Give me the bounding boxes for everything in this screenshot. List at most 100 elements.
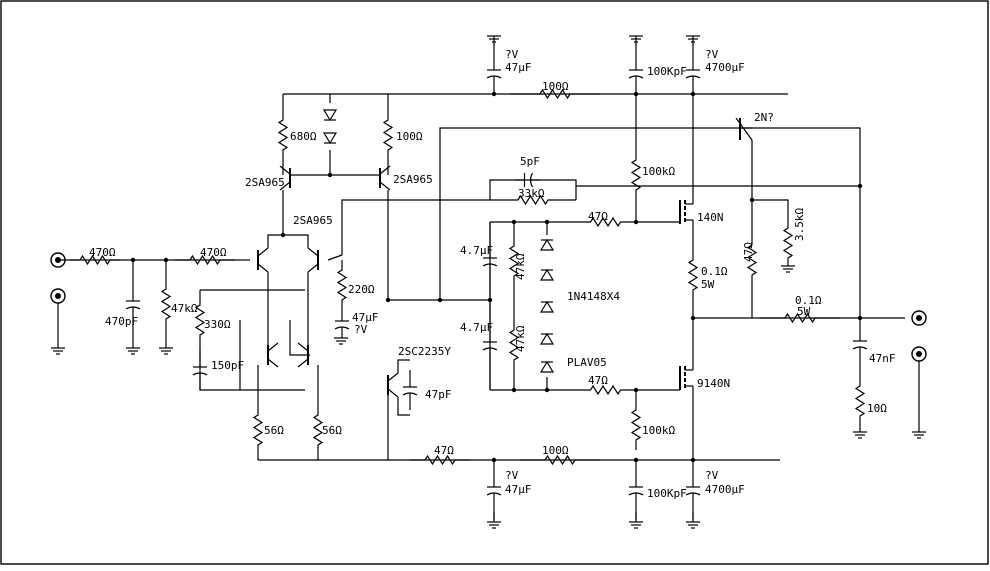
wire <box>752 199 789 220</box>
transistor-lead <box>279 181 291 191</box>
transistor-lead <box>267 358 279 368</box>
transistor-lead <box>307 263 319 273</box>
label-r-100-bot: 100Ω <box>542 444 569 457</box>
jack-center <box>55 257 61 263</box>
diode-icon <box>322 109 338 122</box>
label-r-3k5: 3.5kΩ <box>793 208 806 241</box>
wire <box>327 254 343 261</box>
wires <box>57 36 920 522</box>
label-r-470-in: 470Ω <box>89 246 116 259</box>
transistor-lead <box>297 342 309 352</box>
label-q-2sa965-c: 2SA965 <box>293 214 333 227</box>
label-c-150p: 150pF <box>211 359 244 372</box>
diode-icon <box>539 332 555 345</box>
label-r-47k-in: 47kΩ <box>171 302 198 315</box>
diode-icon <box>539 300 555 313</box>
resistor <box>782 220 794 266</box>
wire <box>341 199 490 255</box>
resistor <box>510 88 600 100</box>
capacitor-plate <box>685 75 701 79</box>
label-r-5w-a: 5W <box>701 278 715 291</box>
resistor <box>175 254 235 266</box>
transistor-lead <box>379 165 391 175</box>
label-m-140n: 140N <box>697 211 724 224</box>
resistor <box>70 254 120 266</box>
label-c-47u-mid: 47µF <box>352 311 379 324</box>
jack-icon <box>50 252 66 268</box>
label-c-5p: 5pF <box>520 155 540 168</box>
label-r-100-left: 100Ω <box>396 130 423 143</box>
label-v-bot-a: ?V <box>505 469 519 482</box>
resistor <box>336 260 348 310</box>
label-r-0-1b: 0.1Ω <box>795 294 822 307</box>
label-q-2sc2235y: 2SC2235Y <box>398 345 451 358</box>
label-r-33k: 33kΩ <box>518 187 545 200</box>
capacitor-plate <box>685 492 701 496</box>
capacitor-plate <box>192 372 208 376</box>
label-q-2sa965-a: 2SA965 <box>245 176 285 189</box>
resistor <box>490 194 576 206</box>
resistor <box>277 110 289 160</box>
label-c-top-b: 4700µF <box>705 61 745 74</box>
junction-dot <box>544 387 550 393</box>
label-r-10: 10Ω <box>867 402 887 415</box>
label-r-47k-a: 47kΩ <box>514 253 527 280</box>
wire <box>635 210 680 223</box>
wire <box>735 117 753 141</box>
resistor <box>520 454 600 466</box>
resistor <box>854 370 866 432</box>
jack-center <box>55 293 61 299</box>
label-r-100k-top: 100kΩ <box>642 165 675 178</box>
resistor <box>687 250 699 300</box>
label-r-top-100: 100Ω <box>542 80 569 93</box>
jack-icon <box>911 310 927 326</box>
diode-icon <box>322 132 338 145</box>
resistor <box>760 312 840 324</box>
resistor <box>508 222 520 300</box>
resistor <box>630 140 642 210</box>
resistor <box>746 230 758 290</box>
junction-dot <box>544 219 550 225</box>
label-r-470-b: 470Ω <box>200 246 227 259</box>
wire <box>439 127 861 300</box>
capacitor-plate <box>402 392 418 396</box>
label-d-plav: PLAV05 <box>567 356 607 369</box>
jack-icon <box>911 346 927 362</box>
label-c-4-7u-b: 4.7µF <box>460 321 493 334</box>
label-v-bot-b: ?V <box>705 469 719 482</box>
transistor-lead <box>257 247 269 257</box>
label-r-100k-bot: 100kΩ <box>642 424 675 437</box>
resistor <box>194 290 206 350</box>
label-r-680: 680Ω <box>290 130 317 143</box>
wire <box>397 359 410 373</box>
capacitor-plate <box>482 347 498 351</box>
label-c-top-a: 47µF <box>505 61 532 74</box>
resistor <box>312 400 324 460</box>
label-c-4-7u-a: 4.7µF <box>460 244 493 257</box>
label-c-bot-b: 4700µF <box>705 483 745 496</box>
wire <box>397 397 410 416</box>
components <box>50 35 927 529</box>
label-q-2n: 2N? <box>754 111 774 124</box>
wire <box>267 234 309 248</box>
capacitor-plate <box>529 172 534 188</box>
resistor <box>508 300 520 390</box>
label-c-bot-100k: 100KpF <box>647 487 687 500</box>
label-r-47k-b: 47kΩ <box>514 325 527 352</box>
transistor-lead <box>267 342 279 352</box>
junction-dot <box>437 297 443 303</box>
resistor <box>575 216 636 228</box>
jack-center <box>916 351 922 357</box>
label-r-56-a: 56Ω <box>264 424 284 437</box>
jack-center <box>916 315 922 321</box>
label-r-47-gate-top: 47Ω <box>588 210 608 223</box>
junction-dot <box>385 297 391 303</box>
label-r-47-bot: 47Ω <box>434 444 454 457</box>
label-c-bot-a: 47µF <box>505 483 532 496</box>
transistor-lead <box>387 388 399 398</box>
diode-icon <box>539 360 555 373</box>
transistor-lead <box>279 165 291 175</box>
capacitor-plate <box>486 492 502 496</box>
